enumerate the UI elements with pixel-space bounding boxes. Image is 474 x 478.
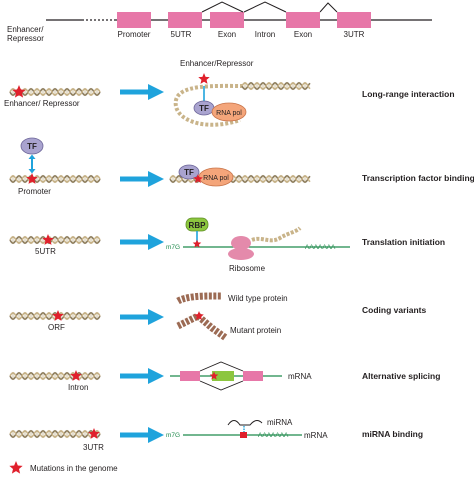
mutation-star-icon <box>88 428 100 439</box>
segment-label-intron: Intron <box>255 30 275 39</box>
mutation-star-icon <box>194 311 204 321</box>
tf-label: TF <box>199 104 209 113</box>
mutation-star-icon <box>198 73 210 84</box>
splice-arc-lower <box>199 380 244 391</box>
row-translation: 5UTR m7G AAAAAAA RBP Ribosome Translatio… <box>9 217 445 273</box>
mutation-star-icon <box>9 461 23 474</box>
dna-helix-left <box>9 174 101 184</box>
tf-label: TF <box>27 142 37 151</box>
dna-helix-left <box>9 371 101 381</box>
cap-label: m7G <box>166 244 180 251</box>
segment-label-exon1: Exon <box>218 30 236 39</box>
polya-label: AAAAAAA <box>258 432 289 439</box>
mrna-label: mRNA <box>304 431 328 440</box>
mutation-star-icon <box>12 85 26 98</box>
binding-arrowhead-down <box>28 169 36 174</box>
rna-pol-label: RNA pol <box>203 175 229 182</box>
segment-label-5utr: 5UTR <box>171 30 192 39</box>
segment-label-exon2: Exon <box>294 30 312 39</box>
tf-blob-icon <box>178 164 200 180</box>
row-long-range: Enhancer/ Repressor Enhancer/Repressor T… <box>4 59 455 127</box>
rna-pol-label: RNA pol <box>216 110 242 117</box>
row-splicing: Intron mRNA Alternative splicing <box>9 361 440 392</box>
exon2-box <box>286 12 320 28</box>
mrna-label: mRNA <box>288 372 312 381</box>
legend: Mutations in the genome <box>9 461 118 474</box>
dna-helix-right <box>241 81 311 91</box>
row-tf-binding: TF Promoter RNA pol TF Transcription fac… <box>9 137 474 196</box>
row-mirna: 3UTR m7G AAAAAAA mRNA miRNA miRNA bindin… <box>9 418 423 452</box>
polya-label: AAAAAAA <box>305 244 336 251</box>
promoter-box <box>117 12 151 28</box>
splice-arc-1 <box>201 1 244 13</box>
splice-arc-3 <box>319 2 338 13</box>
dna-helix-left <box>9 429 101 439</box>
row-title: Long-range interaction <box>362 89 455 99</box>
mutation-star-icon <box>26 173 38 184</box>
exon-box-2 <box>243 371 263 381</box>
gene-map: Enhancer/ Repressor Promoter 5UTR Exon I… <box>7 1 432 43</box>
dna-helix-left <box>9 235 101 245</box>
row-title: Alternative splicing <box>362 371 440 381</box>
segment-label-promoter: Promoter <box>118 30 151 39</box>
rna-pol-blob-icon <box>211 102 247 122</box>
dna-loop <box>173 83 244 127</box>
enhancer-label-2: Repressor <box>7 34 44 43</box>
row-coding: ORF Wild type protein Mutant protein Cod… <box>9 292 427 341</box>
utr3-box <box>337 12 371 28</box>
row-title: Transcription factor binding <box>362 173 474 183</box>
left-label: Intron <box>68 383 88 392</box>
left-label: Enhancer/ Repressor <box>4 99 80 108</box>
rbp-label: RBP <box>189 221 207 230</box>
cap-label: m7G <box>166 432 180 439</box>
mutation-star-icon <box>42 234 54 245</box>
mutation-star-icon <box>70 370 82 381</box>
row-title: Coding variants <box>362 305 427 315</box>
alternative-exon-box <box>212 371 234 381</box>
wild-type-protein-icon <box>176 292 222 305</box>
exon1-box <box>210 12 244 28</box>
exon-box-1 <box>180 371 200 381</box>
legend-label: Mutations in the genome <box>30 464 118 473</box>
splice-arc-upper <box>199 361 244 372</box>
row-title: Translation initiation <box>362 237 445 247</box>
mutant-label: Mutant protein <box>230 326 281 335</box>
binding-arrowhead-up <box>28 154 36 159</box>
mirna-strand <box>227 420 263 426</box>
mutation-star-icon <box>193 174 203 184</box>
wild-type-label: Wild type protein <box>228 294 288 303</box>
left-label: 3UTR <box>83 443 104 452</box>
ribosome-large-subunit-icon <box>231 236 251 250</box>
mutant-protein-icon <box>176 311 229 341</box>
left-label: 5UTR <box>35 247 56 256</box>
utr5-box <box>168 12 202 28</box>
splice-arc-2 <box>243 1 287 13</box>
mirna-label: miRNA <box>267 418 293 427</box>
nascent-peptide <box>251 226 302 243</box>
mutation-star-icon <box>209 371 219 380</box>
enhancer-label-1: Enhancer/ <box>7 25 44 34</box>
dna-helix-left <box>9 87 101 97</box>
segment-label-3utr: 3UTR <box>344 30 365 39</box>
left-label: Promoter <box>18 187 51 196</box>
mutation-site-box <box>240 432 247 438</box>
left-label: ORF <box>48 323 65 332</box>
ribosome-label: Ribosome <box>229 264 266 273</box>
row-title: miRNA binding <box>362 429 423 439</box>
mutation-star-icon <box>192 239 202 248</box>
enhancer-repressor-label: Enhancer/Repressor <box>180 59 254 68</box>
mutation-star-icon <box>52 310 64 321</box>
ribosome-small-subunit-icon <box>228 248 254 260</box>
tf-blob-icon <box>20 137 44 155</box>
tf-label: TF <box>184 168 194 177</box>
